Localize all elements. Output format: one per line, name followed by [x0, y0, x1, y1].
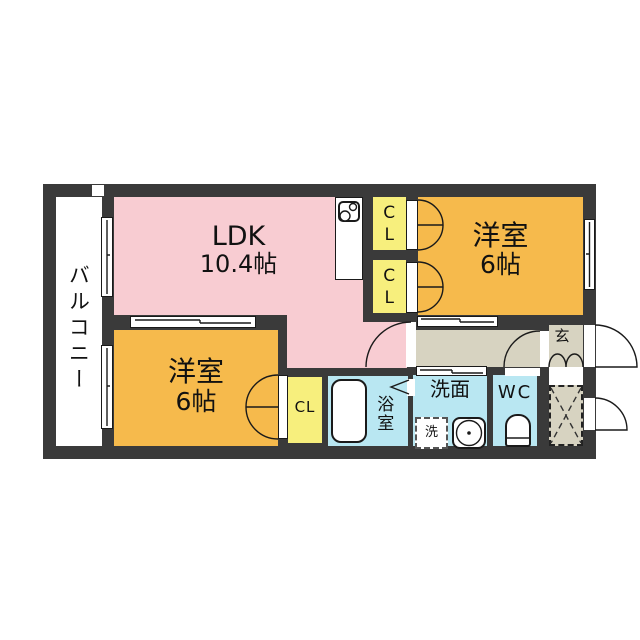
meter-box	[549, 385, 583, 446]
bedroom-top-label: 洋室 6帖	[418, 207, 583, 292]
laundry-label: 洗	[424, 424, 438, 440]
bedroom-bottom-name: 洋室	[167, 355, 224, 389]
bath-label: 浴室	[373, 395, 394, 433]
ldk-name: LDK	[211, 221, 266, 253]
room-ldk-lower	[287, 315, 407, 368]
closet-top-1-label: CL	[379, 203, 400, 247]
meter-box-opening	[584, 398, 595, 430]
bedroom-top-name: 洋室	[472, 218, 529, 252]
room-balcony	[56, 197, 102, 446]
bedroom-top-size: 6帖	[480, 250, 521, 280]
balcony-label: バルコニー	[66, 264, 91, 394]
hall-entrance-doorway	[540, 331, 549, 367]
toilet-icon	[505, 414, 531, 447]
closet-top-1-doorway	[406, 200, 418, 250]
washroom-label: 洗面	[430, 377, 470, 402]
wc-doorway	[505, 368, 540, 376]
sliding-door-ldk-bedroom	[130, 316, 256, 328]
wc-label: WC	[497, 382, 533, 404]
meter-box-door-arc	[594, 397, 628, 431]
balcony-partition-gap	[92, 185, 104, 196]
entrance-step	[549, 367, 583, 385]
front-door-opening	[584, 325, 595, 367]
closet-bottom-label: CL	[294, 397, 316, 416]
bedroom-top-window	[584, 219, 595, 290]
ldk-size: 10.4帖	[199, 249, 278, 278]
wall-under-closets	[363, 315, 407, 322]
ldk-label: LDK 10.4帖	[114, 210, 363, 290]
bathtub-icon	[331, 379, 367, 443]
sliding-door-bedroom-top	[417, 316, 498, 327]
entrance-label: 玄	[554, 326, 570, 345]
bedroom-bottom-size: 6帖	[175, 386, 217, 416]
ldk-doorway	[406, 322, 416, 367]
room-hallway	[416, 330, 540, 367]
balcony-window-bedroom	[101, 345, 113, 429]
closet-top-2-label: CL	[379, 266, 400, 310]
sink-icon	[452, 417, 486, 449]
closet-top-2-doorway	[406, 262, 418, 313]
bedroom-bottom-label: 洋室 6帖	[114, 345, 278, 427]
front-door-arc	[594, 324, 638, 368]
balcony-window-ldk	[101, 217, 113, 297]
closet-bottom-doorway	[278, 375, 288, 439]
sliding-door-washroom	[416, 366, 487, 376]
